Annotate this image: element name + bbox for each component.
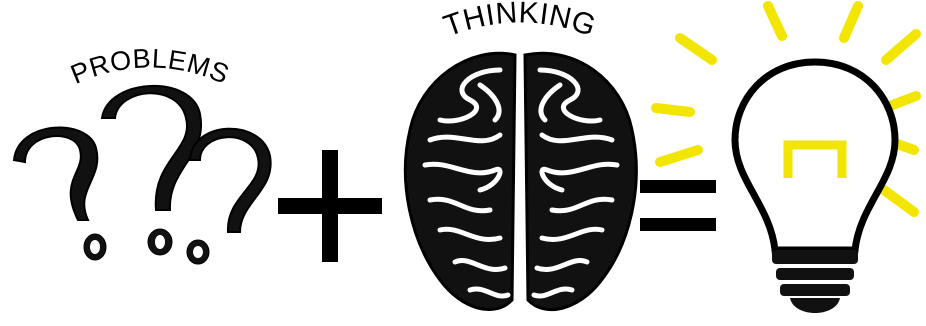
equals-operator	[640, 180, 716, 231]
question-marks-icon	[14, 86, 271, 264]
question-mark-middle	[102, 86, 201, 255]
thinking-label: THINKING	[440, 0, 601, 43]
problems-label: PROBLEMS	[66, 43, 233, 90]
brain-icon	[405, 53, 636, 309]
bulb-base	[772, 250, 858, 313]
plus-operator	[278, 150, 382, 262]
light-bulb-icon	[735, 62, 895, 313]
bulb-glass	[735, 62, 895, 250]
question-mark-left	[14, 127, 106, 260]
question-mark-right	[187, 129, 271, 264]
